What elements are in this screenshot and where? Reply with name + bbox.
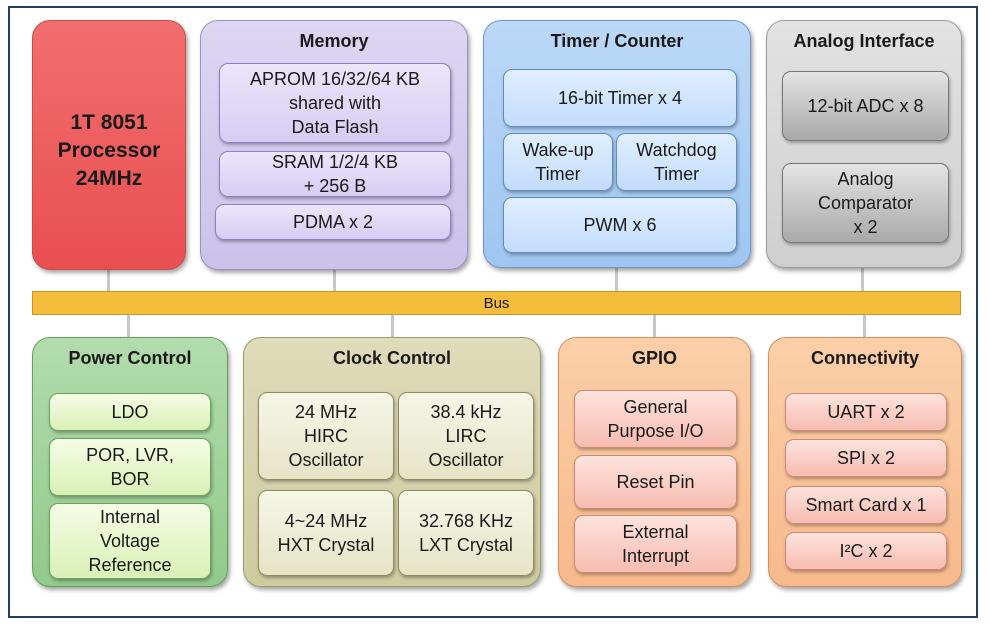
memory-title: Memory (299, 31, 369, 51)
wire-gpio (653, 315, 656, 337)
hxt-block: 4~24 MHz HXT Crystal (258, 490, 394, 576)
wire-memory (333, 270, 336, 291)
system-bus: Bus (32, 291, 961, 315)
wire-connectivity (863, 315, 866, 337)
wire-timer (615, 268, 618, 291)
por-lvr-bor-block: POR, LVR, BOR (49, 438, 211, 496)
clock-title: Clock Control (332, 348, 451, 368)
comparator-block: Analog Comparator x 2 (782, 163, 949, 243)
memory-group: Memory APROM 16/32/64 KB shared with Dat… (200, 20, 468, 270)
processor-label: 1T 8051 Processor 24MHz (57, 111, 161, 190)
connectivity-group: Connectivity UART x 2 SPI x 2 Smart Card… (768, 337, 962, 587)
power-title: Power Control (68, 348, 192, 368)
analog-title: Analog Interface (793, 31, 935, 51)
voltage-reference-block: Internal Voltage Reference (49, 503, 211, 579)
gpio-title: GPIO (631, 348, 677, 368)
timer-title: Timer / Counter (550, 31, 684, 51)
uart-block: UART x 2 (785, 393, 947, 431)
aprom-block: APROM 16/32/64 KB shared with Data Flash (219, 63, 451, 143)
analog-group: Analog Interface 12-bit ADC x 8 Analog C… (766, 20, 962, 268)
lxt-block: 32.768 KHz LXT Crystal (398, 490, 534, 576)
sram-block: SRAM 1/2/4 KB + 256 B (219, 151, 451, 197)
lirc-block: 38.4 kHz LIRC Oscillator (398, 392, 534, 480)
wire-clock (391, 315, 394, 337)
timer-group: Timer / Counter 16-bit Timer x 4 Wake-up… (483, 20, 751, 268)
pdma-block: PDMA x 2 (215, 204, 451, 240)
timer-16bit-block: 16-bit Timer x 4 (503, 69, 737, 127)
smart-card-block: Smart Card x 1 (785, 486, 947, 524)
wire-processor (107, 270, 110, 291)
reset-pin-block: Reset Pin (574, 455, 737, 509)
general-purpose-io-block: General Purpose I/O (574, 390, 737, 448)
watchdog-timer-block: Watchdog Timer (616, 133, 737, 191)
external-interrupt-block: External Interrupt (574, 515, 737, 573)
hirc-block: 24 MHz HIRC Oscillator (258, 392, 394, 480)
i2c-block: I²C x 2 (785, 532, 947, 570)
pwm-block: PWM x 6 (503, 197, 737, 253)
wire-analog (861, 268, 864, 291)
ldo-block: LDO (49, 393, 211, 431)
wakeup-timer-block: Wake-up Timer (503, 133, 613, 191)
processor-block: 1T 8051 Processor 24MHz (32, 20, 186, 270)
power-group: Power Control LDO POR, LVR, BOR Internal… (32, 337, 228, 587)
gpio-group: GPIO General Purpose I/O Reset Pin Exter… (558, 337, 751, 587)
clock-group: Clock Control 24 MHz HIRC Oscillator 38.… (243, 337, 541, 587)
adc-block: 12-bit ADC x 8 (782, 71, 949, 141)
spi-block: SPI x 2 (785, 439, 947, 477)
wire-power (127, 315, 130, 337)
connectivity-title: Connectivity (810, 348, 920, 368)
